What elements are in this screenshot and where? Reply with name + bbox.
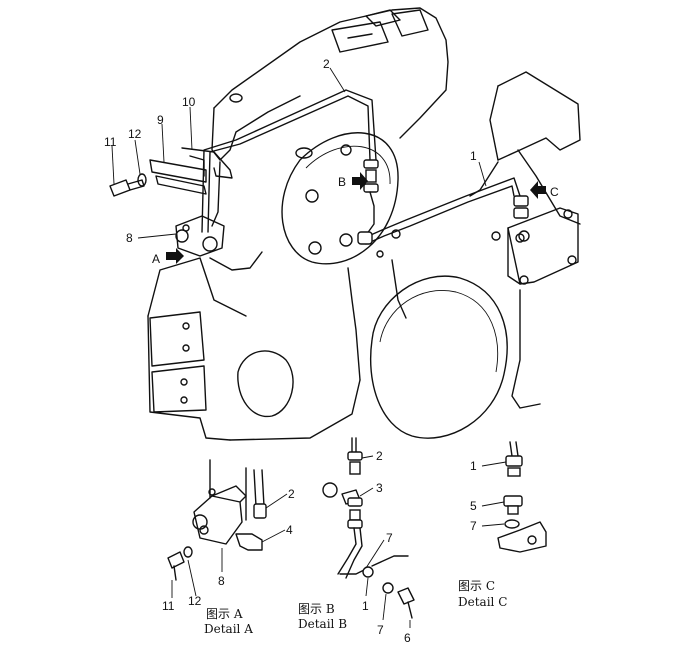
callout-11: 11: [104, 135, 117, 149]
callout-12: 12: [128, 127, 142, 141]
detail-b-caption-en: Detail B: [298, 617, 347, 631]
fitting-b: [357, 159, 379, 245]
detail-b-callout-1: 1: [362, 599, 369, 613]
view-arrow-c: [530, 181, 546, 199]
fitting-c: [513, 195, 529, 219]
detail-b-caption-cn: 图示 B: [298, 602, 335, 616]
block-8: [175, 215, 225, 257]
callout-9: 9: [157, 113, 164, 127]
detail-c-callout-1: 1: [470, 459, 477, 473]
bolt-11: [109, 179, 145, 197]
washer-12: [137, 173, 147, 187]
detail-b-callout-3: 3: [376, 481, 383, 495]
detail-c-callout-5: 5: [470, 499, 477, 513]
view-label-c: C: [550, 185, 559, 199]
detail-c-callout-7: 7: [470, 519, 477, 533]
detail-b-callout-7-top: 7: [386, 531, 393, 545]
detail-a-callout-2: 2: [288, 487, 295, 501]
callout-1: 1: [470, 149, 477, 163]
pipe-1: [363, 177, 521, 245]
bracket-9: [149, 147, 233, 195]
view-arrow-b: [352, 172, 368, 190]
view-label-a: A: [152, 252, 160, 266]
view-label-b: B: [338, 175, 346, 189]
detail-b-callout-2: 2: [376, 449, 383, 463]
detail-a-callout-11: 11: [162, 599, 175, 613]
detail-c: 1 5 7 图示 C Detail C: [458, 441, 547, 609]
detail-a: 2 4 8 11 12 图示 A Detail A: [162, 459, 295, 636]
callout-2: 2: [323, 57, 330, 71]
detail-c-caption-cn: 图示 C: [458, 579, 495, 593]
callout-10: 10: [182, 95, 196, 109]
detail-a-callout-4: 4: [286, 523, 293, 537]
callout-8: 8: [126, 231, 133, 245]
view-arrow-a: [166, 248, 184, 264]
pipe-2: [201, 89, 377, 233]
detail-a-callout-12: 12: [188, 594, 202, 608]
detail-b-callout-7-bottom: 7: [377, 623, 384, 637]
detail-a-callout-8: 8: [218, 574, 225, 588]
detail-b-callout-6: 6: [404, 631, 411, 645]
detail-a-caption-cn: 图示 A: [206, 607, 243, 621]
detail-a-caption-en: Detail A: [204, 622, 253, 636]
engine-housing: [147, 7, 581, 441]
main-callouts: 1 2 8 9 10 11 12 A B C: [104, 57, 559, 266]
detail-c-caption-en: Detail C: [458, 595, 507, 609]
right-valve-block: [507, 207, 579, 285]
detail-b: 2 3 7 1 7 6 图示 B Detail B: [298, 437, 415, 645]
